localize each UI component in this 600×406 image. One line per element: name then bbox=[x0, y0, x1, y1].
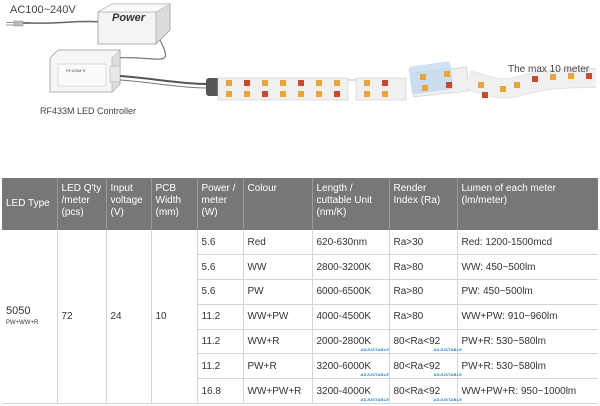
led-type-sub: PW+WW+R bbox=[6, 319, 39, 326]
header-led-type: LED Type bbox=[2, 178, 58, 230]
length-value: 2000-2800K bbox=[316, 336, 372, 348]
power-plug-icon bbox=[6, 20, 30, 27]
colour-cell: WW+PW+R bbox=[243, 378, 313, 404]
lumen-cell: WW: 450~500lm bbox=[457, 254, 598, 281]
header-length: Length / cuttable Unit (nm/K) bbox=[312, 178, 390, 230]
lumen-cell: PW+R: 530~580lm bbox=[457, 353, 598, 380]
power-cell: 11.2 bbox=[197, 353, 244, 380]
adjustable-badge: ADJUSTABLE bbox=[433, 397, 463, 402]
lumen-cell: PW: 450~500lm bbox=[457, 279, 598, 305]
header-led-qty: LED Q'ty /meter (pcs) bbox=[57, 178, 107, 230]
controller-label: RF433M LED Controller bbox=[40, 106, 137, 116]
led-type-value: 5050 bbox=[6, 304, 31, 317]
max-length-label: The max 10 meter bbox=[508, 64, 590, 75]
input-voltage-cell: 24 bbox=[106, 230, 152, 404]
colour-cell: PW bbox=[243, 279, 313, 305]
table-header-row: LED Type LED Q'ty /meter (pcs) Input vol… bbox=[2, 178, 598, 230]
power-cell: 11.2 bbox=[197, 329, 244, 355]
length-cell: 620-630nm bbox=[312, 230, 390, 256]
colour-cell: WW bbox=[243, 254, 313, 281]
power-cell: 5.6 bbox=[197, 279, 244, 305]
cri-cell: Ra>80 bbox=[389, 304, 458, 330]
length-cell: 2800-3200K bbox=[312, 254, 390, 281]
colour-cell: WW+PW bbox=[243, 304, 313, 330]
lumen-cell: PW+R: 530~580lm bbox=[457, 329, 598, 355]
led-type-cell: 5050 PW+WW+R bbox=[2, 230, 58, 404]
led-chips bbox=[226, 71, 592, 98]
rf-controller-box bbox=[49, 49, 121, 93]
cri-cell: Ra>80 bbox=[389, 254, 458, 281]
length-value: 3200-6000K bbox=[316, 360, 372, 372]
wiring-illustration bbox=[6, 3, 597, 101]
length-value: 3200-4000K bbox=[316, 385, 372, 397]
lumen-cell: Red: 1200-1500mcd bbox=[457, 230, 598, 256]
length-cell: 4000-4500K bbox=[312, 304, 390, 330]
strip-connector bbox=[206, 78, 220, 96]
adjustable-badge: ADJUSTABLE bbox=[360, 347, 390, 353]
colour-cell: PW+R bbox=[243, 353, 313, 380]
power-supply-box bbox=[97, 3, 171, 45]
cri-value: 80<Ra<92 bbox=[393, 360, 441, 372]
header-colour: Colour bbox=[243, 178, 313, 230]
table-row: 5050 PW+WW+R 72 24 10 5.6 Red 620-630nm … bbox=[2, 230, 598, 404]
controller-face-text: RF433M·R bbox=[66, 68, 86, 73]
table-row: 5.6 WW 2800-3200K Ra>80 WW: 450~500lm bbox=[2, 254, 598, 281]
cri-cell: Ra>80 bbox=[389, 279, 458, 305]
power-cell: 5.6 bbox=[197, 254, 244, 281]
adjustable-badge: ADJUSTABLE bbox=[433, 372, 463, 378]
table-row: 11.2 WW+PW 4000-4500K Ra>80 WW+PW: 910~9… bbox=[2, 304, 598, 330]
supply-voltage-label: AC100~240V bbox=[10, 4, 76, 16]
led-qty-cell: 72 bbox=[57, 230, 107, 404]
spec-table: LED Type LED Q'ty /meter (pcs) Input vol… bbox=[2, 178, 598, 404]
cri-cell: Ra>30 bbox=[389, 230, 458, 256]
power-cell: 5.6 bbox=[197, 230, 244, 256]
power-cell: 16.8 bbox=[197, 378, 244, 404]
cri-value: 80<Ra<92 bbox=[393, 336, 441, 348]
header-input-voltage: Input voltage (V) bbox=[106, 178, 152, 230]
length-cell: 6000-6500K bbox=[312, 279, 390, 305]
power-cell: 11.2 bbox=[197, 304, 244, 330]
lumen-cell: WW+PW: 910~960lm bbox=[457, 304, 598, 330]
adjustable-badge: ADJUSTABLE bbox=[360, 397, 390, 402]
lumen-cell: WW+PW+R: 950~1000lm bbox=[457, 378, 598, 404]
adjustable-badge: ADJUSTABLE bbox=[360, 372, 390, 378]
colour-cell: WW+R bbox=[243, 329, 313, 355]
adjustable-badge: ADJUSTABLE bbox=[433, 347, 463, 353]
product-diagram: AC100~240V Power RF433M·R RF433M LED Con… bbox=[0, 0, 600, 176]
power-supply-label: Power bbox=[112, 12, 146, 24]
header-pcb-width: PCB Width (mm) bbox=[151, 178, 198, 230]
header-power: Power / meter (W) bbox=[197, 178, 244, 230]
colour-cell: Red bbox=[243, 230, 313, 256]
header-lumen: Lumen of each meter (lm/meter) bbox=[457, 178, 598, 230]
table-row: 5.6 PW 6000-6500K Ra>80 PW: 450~500lm bbox=[2, 279, 598, 305]
header-render-index: Render Index (Ra) bbox=[389, 178, 458, 230]
cri-value: 80<Ra<92 bbox=[393, 385, 441, 397]
pcb-width-cell: 10 bbox=[151, 230, 198, 404]
